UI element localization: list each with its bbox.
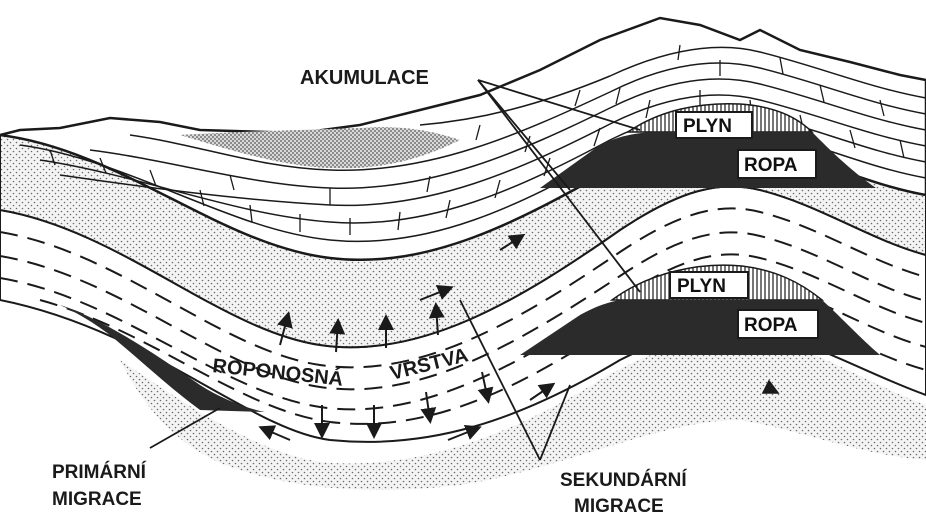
primarni-label-line1: PRIMÁRNÍ: [52, 461, 147, 483]
sekundarni-label-line2: MIGRACE: [574, 496, 664, 517]
plyn-upper-label: PLYN: [683, 116, 732, 137]
akumulace-label: AKUMULACE: [300, 67, 429, 89]
ropa-upper-label: ROPA: [744, 155, 798, 176]
ropa-lower-label: ROPA: [744, 315, 798, 336]
primarni-label-line2: MIGRACE: [52, 489, 142, 510]
plyn-lower-label: PLYN: [677, 276, 726, 297]
sekundarni-label-line1: SEKUNDÁRNÍ: [560, 469, 687, 491]
